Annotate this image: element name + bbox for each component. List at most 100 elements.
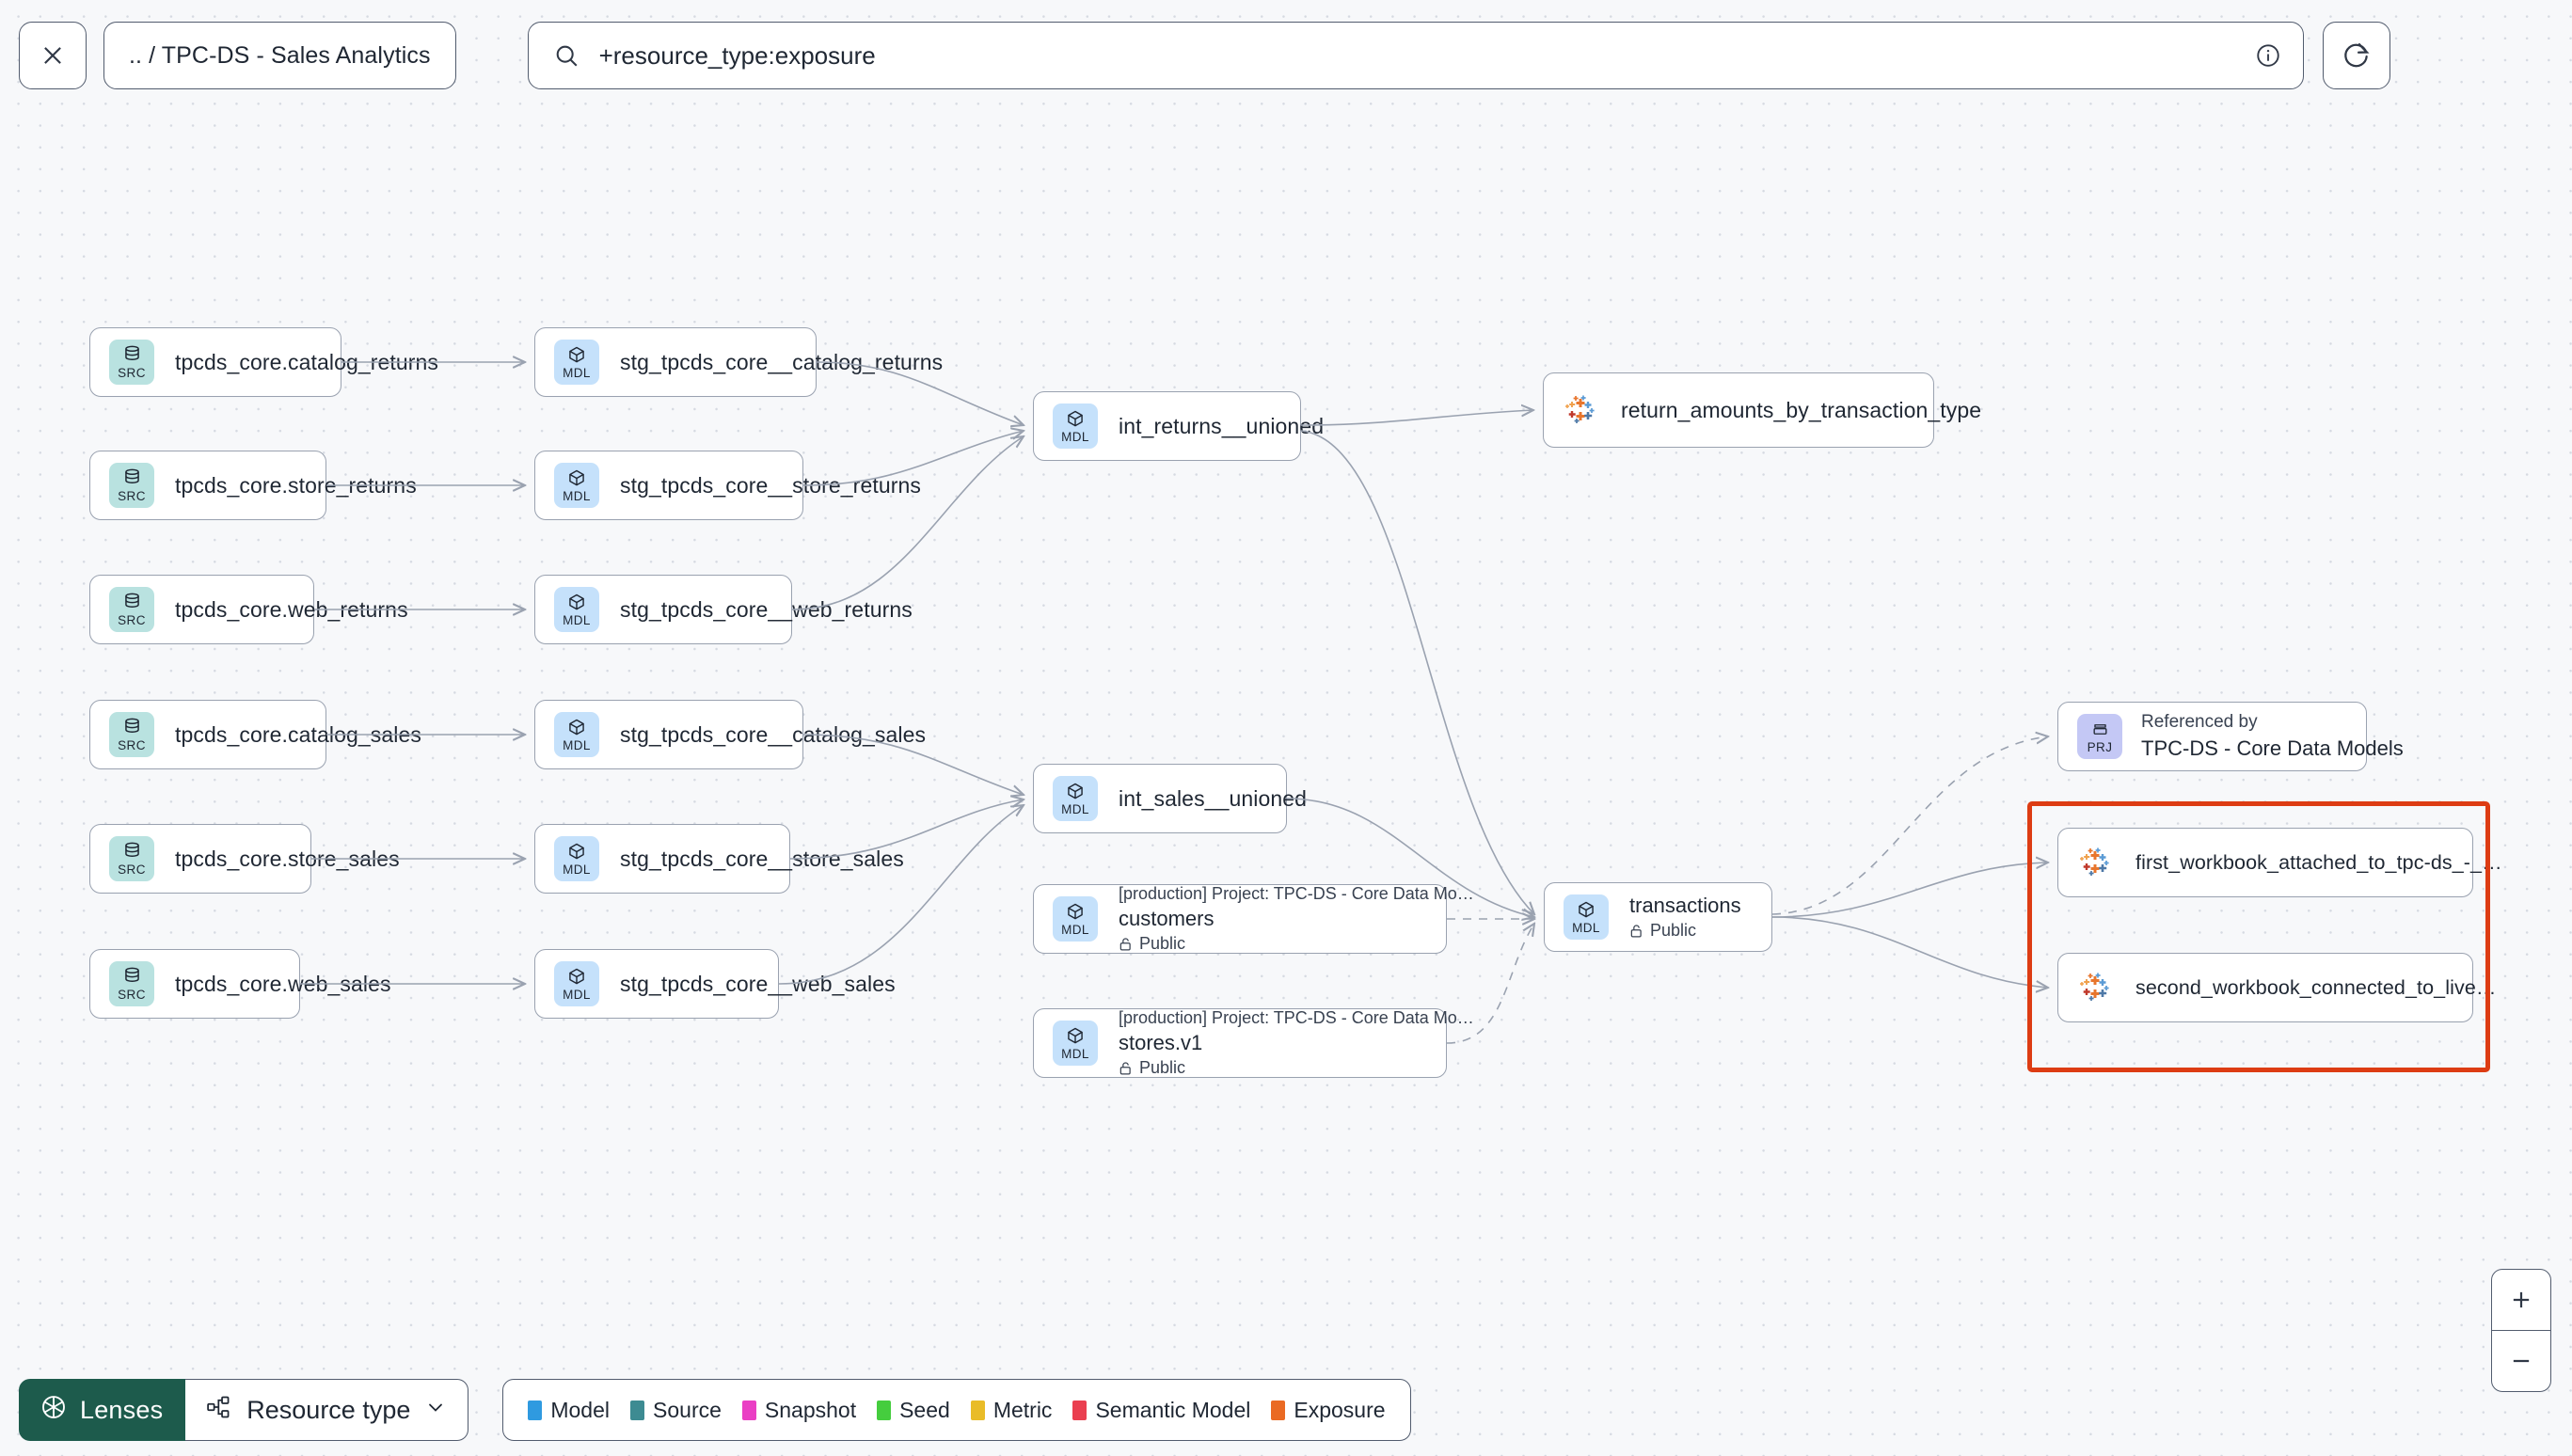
node-int-sales-unioned[interactable]: MDL int_sales__unioned (1033, 764, 1307, 833)
model-badge: MDL (1053, 404, 1098, 449)
node-customers[interactable]: MDL [production] Project: TPC-DS - Core … (1033, 884, 1474, 954)
chevron-down-icon (424, 1396, 447, 1425)
refresh-button[interactable] (2322, 22, 2390, 89)
legend-swatch-semantic-model (1072, 1400, 1088, 1420)
node-stg-web-sales[interactable]: MDL stg_tpcds_core__web_sales (534, 949, 896, 1019)
bottom-toolbar: Lenses Resource type Model (19, 1379, 1411, 1441)
legend-item: Semantic Model (1072, 1398, 1250, 1423)
legend-swatch-seed (877, 1400, 892, 1420)
legend-label: Model (550, 1397, 611, 1422)
legend-item: Exposure (1271, 1398, 1386, 1423)
legend-label: Snapshot (764, 1397, 857, 1422)
badge-text: SRC (118, 613, 146, 628)
node-label: tpcds_core.web_returns (175, 596, 408, 622)
legend-swatch-snapshot (741, 1400, 756, 1420)
zoom-divider (2492, 1330, 2550, 1331)
node-exposure-return-amounts[interactable]: return_amounts_by_transaction_type (1543, 372, 1981, 448)
source-badge: SRC (109, 712, 154, 757)
model-badge: MDL (554, 340, 599, 385)
node-visibility: Public (1119, 1058, 1474, 1078)
legend-label: Seed (899, 1397, 950, 1422)
cube-icon (567, 592, 586, 611)
legend-item: Snapshot (741, 1397, 857, 1423)
node-transactions[interactable]: MDL transactions Public (1544, 882, 1772, 952)
node-visibility: Public (1119, 934, 1474, 954)
visibility-text: Public (1139, 934, 1186, 953)
legend-item: Seed (877, 1398, 950, 1423)
node-label: stg_tpcds_core__catalog_sales (620, 721, 927, 747)
node-text-stack: Referenced by TPC-DS - Core Data Models (2141, 712, 2404, 761)
refresh-icon (2343, 43, 2370, 68)
legend-item: Metric (970, 1398, 1052, 1423)
database-icon (122, 344, 142, 364)
model-badge: MDL (554, 712, 599, 757)
badge-text: MDL (563, 613, 591, 628)
resource-type-legend: Model Source Snapshot Seed Metric Semant… (502, 1379, 1411, 1441)
badge-text: MDL (1572, 921, 1600, 936)
node-label: tpcds_core.web_sales (175, 971, 391, 996)
badge-text: MDL (1061, 923, 1089, 938)
tableau-icon (2077, 969, 2115, 1006)
node-src-web-sales[interactable]: SRC tpcds_core.web_sales (89, 949, 390, 1019)
cube-icon (1066, 1025, 1085, 1045)
node-project-referenced-by[interactable]: PRJ Referenced by TPC-DS - Core Data Mod… (2057, 702, 2404, 771)
badge-text: MDL (563, 988, 591, 1003)
close-button[interactable] (19, 22, 87, 89)
node-label: tpcds_core.store_returns (175, 472, 417, 498)
node-stg-store-returns[interactable]: MDL stg_tpcds_core__store_returns (534, 451, 921, 520)
node-src-store-sales[interactable]: SRC tpcds_core.store_sales (89, 824, 400, 894)
breadcrumb[interactable]: .. / TPC-DS - Sales Analytics (103, 22, 456, 89)
zoom-out-button[interactable] (2492, 1331, 2550, 1391)
node-stores-v1[interactable]: MDL [production] Project: TPC-DS - Core … (1033, 1008, 1474, 1078)
node-label: TPC-DS - Core Data Models (2141, 736, 2404, 760)
search-input[interactable] (598, 40, 2254, 71)
database-icon (122, 966, 142, 986)
unlock-icon (1630, 924, 1642, 937)
source-badge: SRC (109, 836, 154, 881)
node-label: first_workbook_attached_to_tpc-ds_-_… (2135, 850, 2502, 874)
top-header: .. / TPC-DS - Sales Analytics (0, 0, 2572, 111)
node-src-catalog-returns[interactable]: SRC tpcds_core.catalog_returns (89, 327, 438, 397)
node-src-store-returns[interactable]: SRC tpcds_core.store_returns (89, 451, 417, 520)
model-badge: MDL (554, 587, 599, 632)
node-project-subtitle: [production] Project: TPC-DS - Core Data… (1119, 884, 1474, 903)
info-circle-icon[interactable] (2254, 41, 2282, 70)
search-bar[interactable] (527, 22, 2304, 89)
badge-text: SRC (118, 489, 146, 504)
model-badge: MDL (1053, 1021, 1098, 1066)
badge-text: MDL (563, 738, 591, 753)
source-badge: SRC (109, 463, 154, 508)
node-stg-store-sales[interactable]: MDL stg_tpcds_core__store_sales (534, 824, 904, 894)
cube-icon (1066, 781, 1085, 800)
node-text-stack: [production] Project: TPC-DS - Core Data… (1119, 1008, 1474, 1078)
lenses-label: Lenses (80, 1395, 164, 1424)
node-int-returns-unioned[interactable]: MDL int_returns__unioned (1033, 391, 1324, 461)
plus-icon (2513, 1291, 2530, 1308)
project-icon (2091, 719, 2109, 738)
node-exposure-first-workbook[interactable]: first_workbook_attached_to_tpc-ds_-_… (2057, 828, 2502, 897)
lenses-button[interactable]: Lenses (19, 1379, 186, 1441)
badge-text: PRJ (2087, 740, 2113, 755)
minus-icon (2513, 1359, 2530, 1363)
model-badge: MDL (554, 836, 599, 881)
cube-icon (1577, 899, 1596, 919)
node-label: stg_tpcds_core__web_sales (620, 971, 896, 996)
cube-icon (567, 966, 586, 986)
node-stg-catalog-sales[interactable]: MDL stg_tpcds_core__catalog_sales (534, 700, 926, 769)
node-stg-catalog-returns[interactable]: MDL stg_tpcds_core__catalog_returns (534, 327, 943, 397)
node-exposure-second-workbook[interactable]: second_workbook_connected_to_live… (2057, 953, 2496, 1022)
node-src-web-returns[interactable]: SRC tpcds_core.web_returns (89, 575, 408, 644)
resource-type-dropdown[interactable]: Resource type (185, 1379, 469, 1441)
cube-icon (1066, 408, 1085, 428)
legend-swatch-model (528, 1400, 543, 1420)
node-src-catalog-sales[interactable]: SRC tpcds_core.catalog_sales (89, 700, 421, 769)
model-badge: MDL (1053, 896, 1098, 942)
node-text-stack: transactions Public (1629, 894, 1741, 941)
zoom-in-button[interactable] (2492, 1270, 2550, 1330)
badge-text: SRC (118, 863, 146, 878)
node-stg-web-returns[interactable]: MDL stg_tpcds_core__web_returns (534, 575, 913, 644)
model-badge: MDL (554, 961, 599, 1006)
close-x-icon (44, 47, 61, 64)
